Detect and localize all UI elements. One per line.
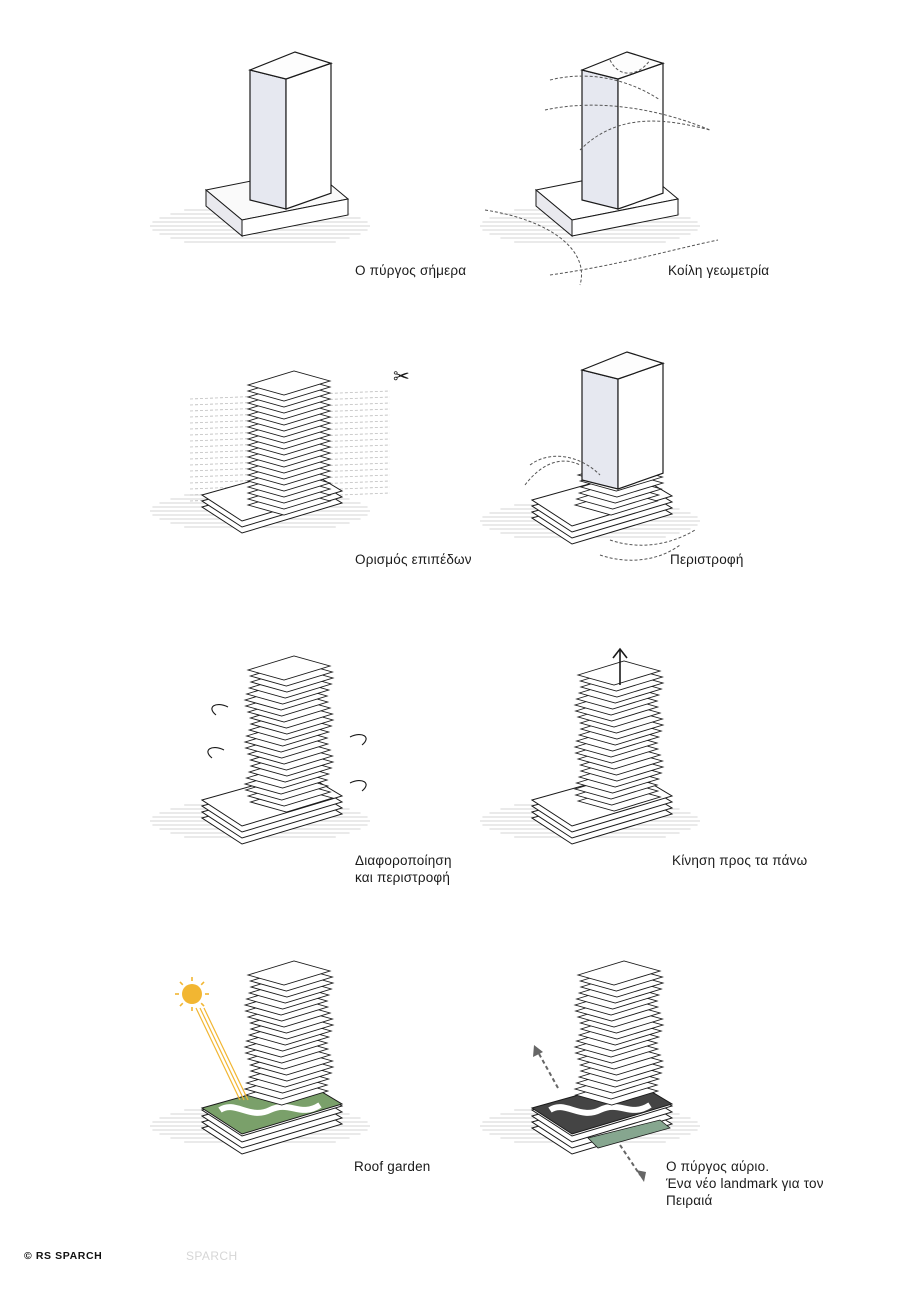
- podium-front: [571, 198, 679, 237]
- panel-roof-garden: [140, 960, 480, 1230]
- watermark: SPARCH: [186, 1249, 238, 1263]
- podium-front: [241, 198, 349, 237]
- green-strip: [587, 1119, 671, 1149]
- panel-tower-today: [140, 50, 480, 320]
- rotation-arrow-icon: [349, 780, 367, 792]
- differentiation-rotation-illustration: [150, 655, 370, 845]
- curved-arrow: [544, 104, 711, 131]
- hollow-geometry-illustration: [480, 51, 719, 286]
- outward-arrowhead: [636, 1170, 646, 1182]
- tower-front-face: [617, 62, 664, 210]
- rotation-arrow-icon: [207, 747, 225, 759]
- sunlight-beam: [203, 1007, 249, 1101]
- caption-line: Ένα νέο landmark για τον: [666, 1176, 824, 1191]
- caption-line: Κίνηση προς τα πάνω: [672, 853, 808, 868]
- rotation-arrow: [529, 455, 601, 476]
- outward-arrowhead: [533, 1045, 543, 1057]
- tower-side-face: [249, 69, 287, 210]
- roof-garden-illustration: [150, 960, 370, 1155]
- tower-top-face: [580, 351, 665, 380]
- sunlight-beam: [195, 1007, 241, 1101]
- tower-front-face: [617, 362, 664, 490]
- sunlight-beam: [199, 1007, 245, 1101]
- caption-upward-movement: Κίνηση προς τα πάνω: [672, 852, 807, 869]
- floor-plate: [576, 660, 662, 686]
- sun-ray: [179, 981, 184, 986]
- caption-line: Ορισμός επιπέδων: [355, 552, 472, 567]
- level-definition-illustration: ✂: [150, 364, 410, 534]
- caption-tower-today: Ο πύργος σήμερα: [355, 262, 466, 279]
- panel-hollow-geometry: [470, 50, 810, 320]
- caption-line: Διαφοροποίηση: [355, 853, 452, 868]
- rotation-arrow: [524, 460, 581, 486]
- tower-front-face: [285, 62, 332, 210]
- upward-movement-illustration: [480, 647, 700, 845]
- rotation-arrow-icon: [211, 704, 229, 716]
- curved-arrow: [609, 59, 651, 74]
- rotation-illustration: [480, 351, 700, 561]
- panel-level-definition: ✂: [140, 355, 480, 625]
- caption-line: Ο πύργος αύριο.: [666, 1159, 770, 1174]
- tower-side-face: [581, 69, 619, 210]
- caption-line: Περιστροφή: [670, 552, 744, 567]
- curved-arrow: [579, 120, 711, 151]
- outward-arrow-icon: [537, 1051, 559, 1089]
- caption-hollow-geometry: Κοίλη γεωμετρία: [668, 262, 769, 279]
- floor-plate: [576, 960, 662, 986]
- panel-upward-movement: [470, 645, 810, 915]
- caption-level-definition: Ορισμός επιπέδων: [355, 551, 472, 568]
- rotation-arrow: [599, 544, 681, 561]
- tower-top-face: [248, 51, 333, 80]
- outward-arrow-icon: [619, 1144, 641, 1176]
- floor-plate: [246, 370, 332, 396]
- caption-tower-tomorrow: Ο πύργος αύριο. Ένα νέο landmark για τον…: [666, 1158, 824, 1209]
- tower-tomorrow-illustration: [480, 960, 700, 1182]
- sun-ray: [200, 1002, 205, 1007]
- garden-path: [218, 1102, 322, 1116]
- caption-line: Ο πύργος σήμερα: [355, 263, 467, 278]
- sun-icon: [182, 984, 202, 1004]
- copyright-credit: © RS SPARCH: [24, 1250, 103, 1262]
- rotation-arrow-icon: [349, 734, 367, 746]
- tower-top-face: [580, 51, 665, 80]
- sun-ray: [200, 981, 205, 986]
- caption-differentiation-rotation: Διαφοροποίηση και περιστροφή: [355, 852, 452, 886]
- rotation-arrow: [609, 529, 696, 546]
- caption-roof-garden: Roof garden: [354, 1158, 431, 1175]
- panel-rotation: [470, 351, 810, 625]
- panel-differentiation-rotation: [140, 655, 480, 925]
- tower-side-face: [581, 369, 619, 490]
- caption-rotation: Περιστροφή: [670, 551, 744, 568]
- caption-line: Κοίλη γεωμετρία: [668, 263, 770, 278]
- curved-arrow: [549, 75, 661, 101]
- up-arrowhead: [612, 647, 628, 659]
- caption-line: Roof garden: [354, 1159, 431, 1174]
- caption-line: Πειραιά: [666, 1193, 713, 1208]
- scissors-icon: ✂: [393, 364, 410, 388]
- floor-plate: [246, 960, 332, 986]
- curved-arrow: [484, 209, 582, 286]
- floor-plate: [246, 655, 332, 681]
- panel-tower-tomorrow: [470, 960, 810, 1230]
- garden-path: [548, 1102, 652, 1116]
- sun-ray: [179, 1002, 184, 1007]
- tower-today-illustration: [150, 51, 370, 243]
- caption-line: και περιστροφή: [355, 870, 451, 885]
